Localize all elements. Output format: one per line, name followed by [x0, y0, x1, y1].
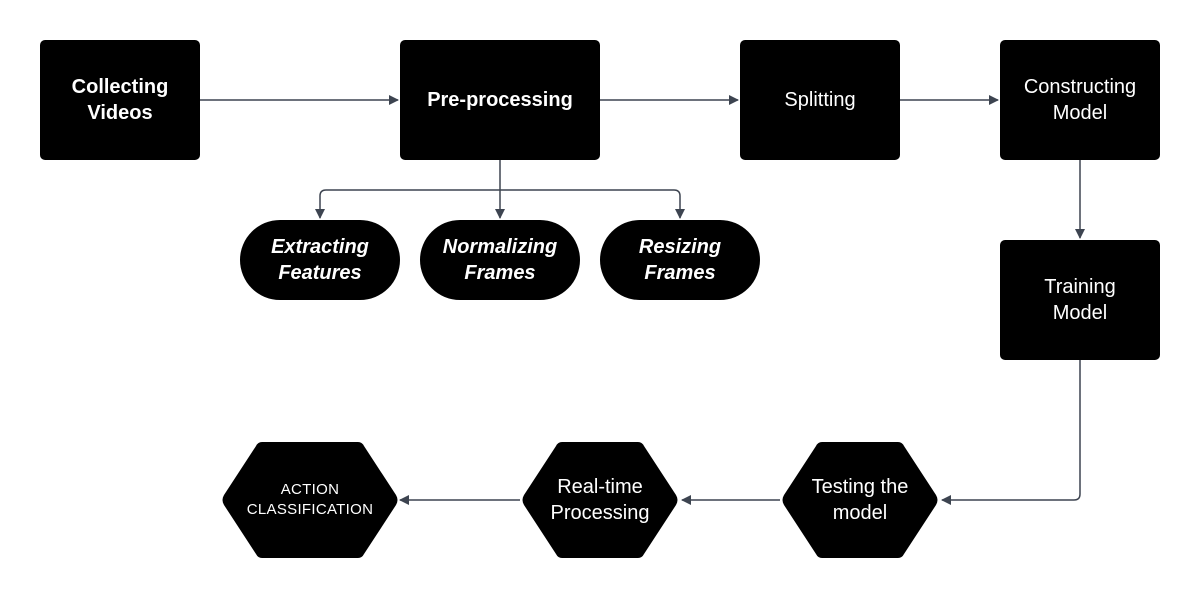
- training-model-node: Training Model: [1000, 240, 1160, 360]
- collecting-videos-label: Collecting Videos: [71, 76, 169, 124]
- pre-processing-node: Pre-processing: [400, 40, 600, 160]
- constructing-model-node: Constructing Model: [1000, 40, 1160, 160]
- splitting-node: Splitting: [740, 40, 900, 160]
- extracting-features-label: Extracting Features: [271, 236, 369, 284]
- action-classification-label: ACTION CLASSIFICATION: [246, 481, 374, 518]
- extracting-features-node: Extracting Features: [240, 220, 400, 300]
- resizing-frames-node: Resizing Frames: [600, 220, 760, 300]
- testing-model-node: Testing the model: [780, 440, 940, 560]
- arrow-training-to-testing: [941, 360, 1081, 505]
- real-time-processing-node: Real-time Processing: [520, 440, 680, 560]
- normalizing-frames-label: Normalizing Frames: [442, 236, 558, 284]
- training-model-label: Training Model: [1044, 276, 1116, 324]
- normalizing-frames-node: Normalizing Frames: [420, 220, 580, 300]
- testing-model-label: Testing the model: [811, 476, 909, 524]
- action-classification-hexagon: [222, 442, 398, 558]
- action-classification-node: ACTION CLASSIFICATION: [220, 440, 400, 560]
- arrow-branch-extracting: [315, 189, 500, 219]
- real-time-processing-hexagon: [522, 442, 678, 558]
- arrow-branch-resizing: [500, 189, 685, 219]
- splitting-label: Splitting: [784, 89, 856, 111]
- resizing-frames-label: Resizing Frames: [638, 236, 722, 284]
- pre-processing-label: Pre-processing: [427, 89, 573, 111]
- constructing-model-label: Constructing Model: [1023, 76, 1137, 124]
- real-time-processing-label: Real-time Processing: [550, 476, 650, 524]
- testing-model-hexagon: [782, 442, 938, 558]
- collecting-videos-node: Collecting Videos: [40, 40, 200, 160]
